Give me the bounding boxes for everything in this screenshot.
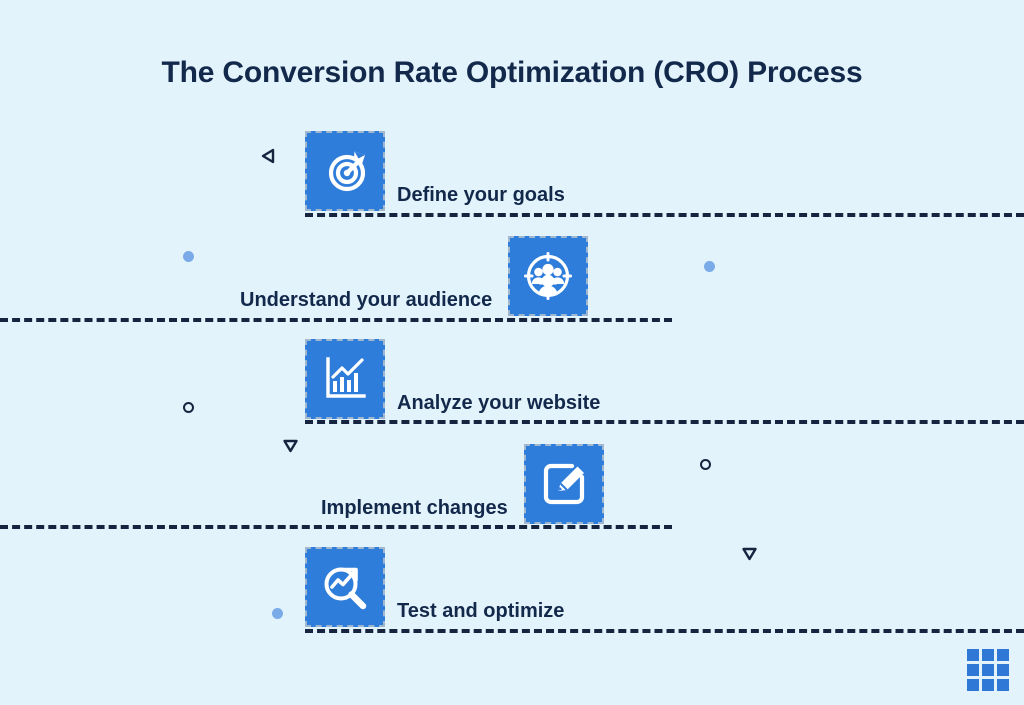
dot-filled-blue — [272, 608, 283, 619]
audience-target-icon — [508, 236, 589, 316]
grid-logo-cell — [967, 679, 979, 691]
grid-logo-cell — [982, 649, 994, 661]
grid-logo-cell — [982, 679, 994, 691]
grid-logo-cell — [967, 664, 979, 676]
step-label: Test and optimize — [397, 600, 565, 622]
step-item-analyze-your-website[interactable]: Analyze your website — [305, 339, 600, 419]
edit-pencil-square-icon — [523, 444, 604, 524]
step-label: Define your goals — [397, 184, 565, 206]
dot-filled-blue — [704, 261, 715, 272]
step-item-understand-your-audience[interactable]: Understand your audience — [240, 236, 589, 316]
circle-outline-navy — [700, 459, 711, 470]
grid-logo-cell — [997, 664, 1009, 676]
step-item-define-your-goals[interactable]: Define your goals — [305, 131, 565, 211]
target-arrow-icon — [305, 131, 385, 211]
grid-logo-cell — [982, 664, 994, 676]
grid-logo-cell — [997, 649, 1009, 661]
separator-line-2 — [0, 318, 672, 322]
grid-logo-cell — [997, 679, 1009, 691]
bar-chart-trend-icon — [305, 339, 385, 419]
step-item-test-and-optimize[interactable]: Test and optimize — [305, 547, 564, 627]
step-label: Understand your audience — [240, 289, 493, 311]
dot-filled-blue — [183, 251, 194, 262]
step-label: Analyze your website — [397, 392, 601, 414]
separator-line-4 — [0, 525, 672, 529]
magnifier-trend-arrow-icon — [305, 547, 385, 627]
separator-line-1 — [305, 213, 1024, 217]
step-label: Implement changes — [321, 497, 508, 519]
grid-logo — [967, 649, 1009, 691]
separator-line-3 — [305, 420, 1024, 424]
circle-outline-navy — [183, 402, 194, 413]
page-title: The Conversion Rate Optimization (CRO) P… — [161, 56, 863, 89]
step-item-implement-changes[interactable]: Implement changes — [321, 444, 604, 524]
grid-logo-cell — [967, 649, 979, 661]
separator-line-5 — [305, 629, 1024, 633]
